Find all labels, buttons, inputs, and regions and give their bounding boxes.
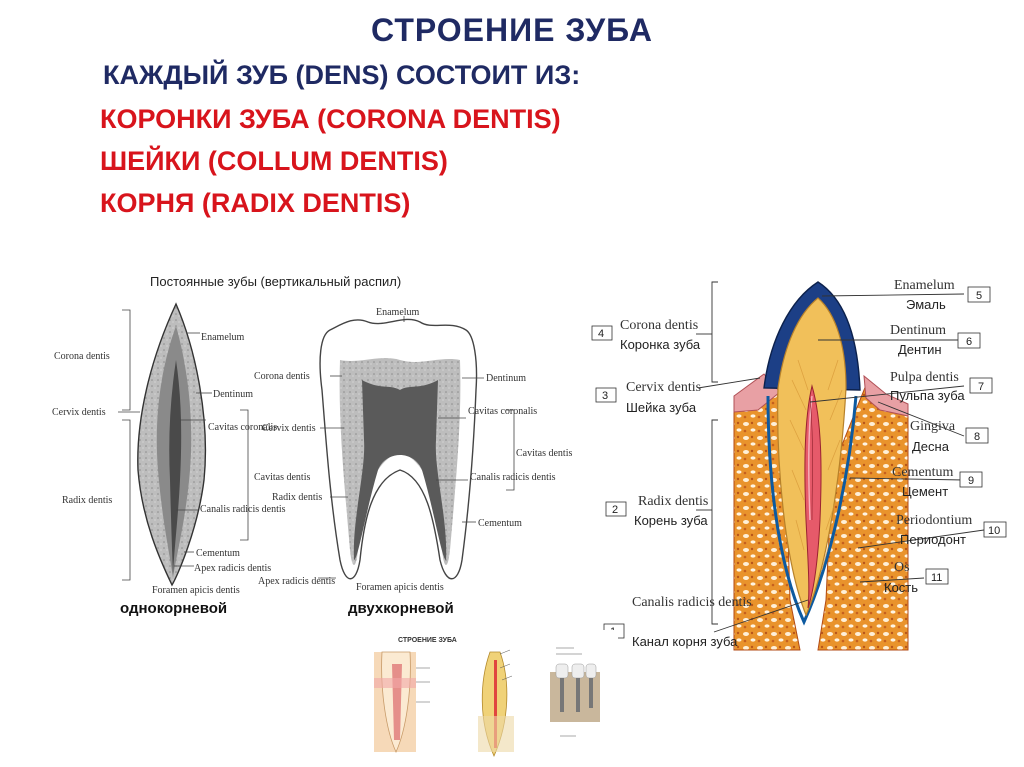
svg-text:Канал корня зуба: Канал корня зуба [632,634,738,649]
right-label-7: Pulpa dentis Пульпа зуба 7 [890,370,993,403]
subtitle: КАЖДЫЙ ЗУБ (DENS) СОСТОИТ ИЗ: [103,60,581,90]
label-single-dentinum: Dentinum [213,389,253,400]
left-panel-title: Постоянные зубы (вертикальный распил) [150,274,402,289]
svg-text:Пульпа зуба: Пульпа зуба [890,388,965,403]
svg-text:7: 7 [978,381,984,393]
right-label-5: Enamelum Эмаль 5 [894,278,991,312]
right-label-8: Gingiva Десна 8 [910,419,989,454]
right-panel-brackets [696,281,985,633]
thumbnail-title: СТРОЕНИЕ ЗУБА [398,637,457,644]
label-double-radix: Radix dentis [272,492,322,503]
right-left-label-3: 3 Cervix dentis Шейка зуба [595,380,701,415]
label-single-corona: Corona dentis [54,351,110,362]
label-single-cervix: Cervix dentis [52,407,106,418]
right-left-label-1: 1 Canalis radicis dentis Канал корня зуб… [603,595,752,649]
svg-text:Canalis radicis dentis: Canalis radicis dentis [632,595,752,610]
svg-text:Дентин: Дентин [898,342,942,357]
right-left-label-2: 2 Radix dentis Корень зуба [605,494,708,528]
label-single-cavitas-coronalis: Cavitas coronalis [208,422,277,433]
right-left-label-4: 4 Corona dentis Коронка зуба [591,318,701,352]
label-single-radix: Radix dentis [62,495,112,506]
label-double-cementum: Cementum [478,518,522,529]
svg-text:10: 10 [988,525,1000,537]
svg-text:Шейка зуба: Шейка зуба [626,400,697,415]
svg-text:Корень зуба: Корень зуба [634,513,708,528]
label-double-enamelum: Enamelum [376,307,420,318]
svg-text:9: 9 [968,475,974,487]
svg-text:Cementum: Cementum [892,465,954,480]
svg-text:Периодонт: Периодонт [900,532,966,547]
part-crown: КОРОНКИ ЗУБА (CORONA DENTIS) [100,104,561,134]
svg-text:6: 6 [966,336,972,348]
single-root-leaders [118,309,249,581]
svg-text:Цемент: Цемент [902,484,948,499]
label-double-cervix: Cervix dentis [262,423,316,434]
svg-text:Corona dentis: Corona dentis [620,318,698,333]
svg-text:5: 5 [976,290,982,302]
svg-text:Cervix dentis: Cervix dentis [626,380,701,395]
label-double-cavitas-dentis: Cavitas dentis [516,448,572,459]
right-label-9: Cementum Цемент 9 [892,465,983,499]
svg-text:Эмаль: Эмаль [906,297,946,312]
thumbnail-strip: СТРОЕНИЕ ЗУБА [366,630,618,760]
caption-double-root: двухкорневой [348,600,454,617]
svg-text:Gingiva: Gingiva [910,419,956,434]
svg-text:Dentinum: Dentinum [890,323,946,338]
label-single-enamelum: Enamelum [201,332,245,343]
single-root-tooth [137,302,207,587]
page-title: СТРОЕНИЕ ЗУБА [371,12,653,48]
svg-text:Periodontium: Periodontium [896,513,972,528]
colored-tooth [733,281,909,651]
svg-text:3: 3 [602,390,608,402]
svg-text:Десна: Десна [912,439,950,454]
svg-text:4: 4 [598,328,604,340]
svg-text:Коронка зуба: Коронка зуба [620,337,701,352]
label-double-canalis: Canalis radicis dentis [470,472,556,483]
right-label-10: Periodontium Периодонт 10 [896,513,1007,547]
label-single-foramen: Foramen apicis dentis [152,585,240,596]
caption-single-root: однокорневой [120,600,228,617]
svg-text:Кость: Кость [884,580,918,595]
label-single-apex: Apex radicis dentis [194,563,271,574]
part-neck: ШЕЙКИ (COLLUM DENTIS) [100,146,448,176]
right-label-6: Dentinum Дентин 6 [890,323,981,357]
label-double-dentinum: Dentinum [486,373,526,384]
part-root: КОРНЯ (RADIX DENTIS) [100,188,411,218]
right-label-11: Os Кость 11 [884,560,949,595]
label-single-canalis: Canalis radicis dentis [200,504,286,515]
label-single-cementum: Cementum [196,548,240,559]
svg-text:Enamelum: Enamelum [894,278,955,293]
double-root-leaders [320,316,515,523]
label-double-cavitas-coronalis: Cavitas coronalis [468,406,537,417]
svg-text:Radix dentis: Radix dentis [638,494,708,509]
label-double-apex: Apex radicis dentis [258,576,335,587]
double-root-tooth [319,318,478,580]
svg-text:8: 8 [974,431,980,443]
svg-text:2: 2 [612,504,618,516]
svg-text:Os: Os [894,560,910,575]
label-double-corona: Corona dentis [254,371,310,382]
svg-text:Pulpa dentis: Pulpa dentis [890,370,959,385]
label-single-cavitas-dentis: Cavitas dentis [254,472,310,483]
label-double-foramen: Foramen apicis dentis [356,582,444,593]
svg-text:11: 11 [931,572,942,584]
